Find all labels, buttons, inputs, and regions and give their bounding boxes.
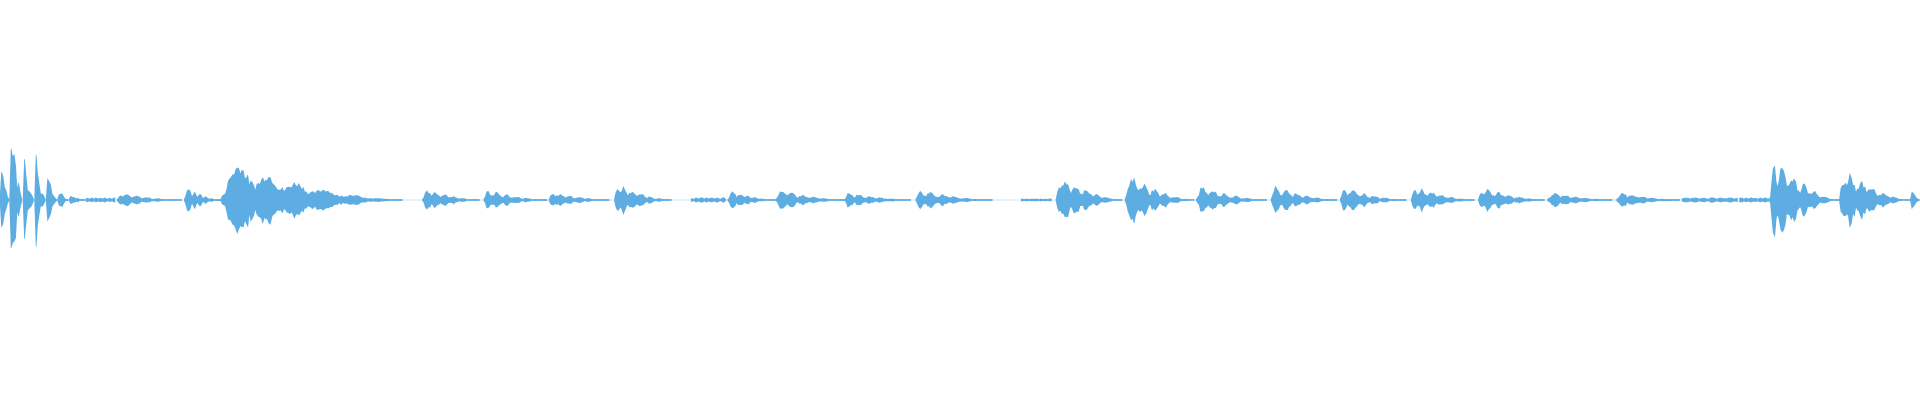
waveform-segment [1478, 188, 1545, 213]
waveform-segment [1270, 185, 1338, 214]
waveform-segment [0, 171, 10, 228]
waveform-segment [483, 191, 548, 209]
waveform-segment [727, 191, 776, 209]
waveform-segment [22, 159, 34, 239]
waveform-bars [0, 148, 1920, 248]
waveform-segment [9, 148, 22, 248]
waveform-segment [1021, 198, 1052, 202]
waveform-segment [1410, 188, 1475, 213]
waveform-segment [1124, 177, 1195, 224]
waveform-segment [614, 185, 672, 216]
waveform-segment [1195, 187, 1267, 212]
waveform-segment [1839, 172, 1911, 228]
waveform-segment [1616, 192, 1680, 207]
waveform-segment [1769, 165, 1840, 237]
waveform-segment [34, 154, 46, 247]
waveform-segment [184, 189, 221, 212]
waveform-segment [220, 167, 403, 234]
waveform-segment [844, 193, 912, 208]
waveform-segment [1910, 191, 1920, 210]
waveform-segment [1055, 181, 1123, 218]
